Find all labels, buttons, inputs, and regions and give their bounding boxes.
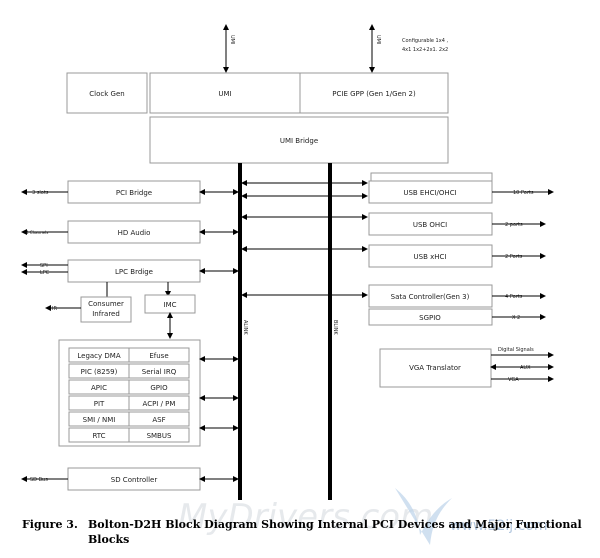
- legacy-cell-5-1: [128, 427, 190, 443]
- umi-link-label: UMI: [229, 35, 235, 44]
- legacy-label-3-1: ACPI / PM: [143, 400, 176, 408]
- watermark-site: www.52ij.com: [450, 518, 547, 534]
- imc-label: IMC: [164, 301, 177, 309]
- aux-label: AUX: [520, 365, 531, 371]
- legacy-label-3-0: PIT: [94, 400, 105, 408]
- pcie-gpp-block: [299, 72, 449, 114]
- usb-ehci-ports: 10 Ports: [513, 190, 534, 196]
- legacy-cell-0-1: [128, 347, 190, 363]
- usb-ohci-label: USB OHCI: [413, 221, 447, 229]
- usb-ehci-label: USB EHCI/OHCI: [403, 189, 456, 197]
- alink-label: ALINK: [242, 320, 248, 335]
- sd-controller-label: SD Controller: [111, 476, 158, 484]
- umi-bridge-block: [149, 116, 449, 164]
- legacy-label-2-0: APIC: [91, 384, 107, 392]
- legacy-label-2-1: GPIO: [150, 384, 168, 392]
- sd-bus-label: SD Bus: [30, 477, 48, 483]
- lpc-bridge-label: LPC Brdige: [115, 268, 153, 276]
- figure-caption-line2: Blocks: [88, 533, 129, 546]
- pci-slot-label: 3 slots: [32, 190, 49, 196]
- sata-label: Sata Controller(Gen 3): [391, 293, 470, 301]
- lpc-io-label: LPC: [40, 270, 50, 276]
- vga-translator-label: VGA Translator: [409, 364, 461, 372]
- vga-translator-block: [379, 348, 492, 388]
- blink-label: BLINK: [332, 320, 338, 335]
- sata-ports: 4 Ports: [505, 294, 523, 300]
- legacy-cell-1-1: [128, 363, 190, 379]
- watermark-text: MyDrivers.com: [178, 497, 433, 537]
- legacy-table: Legacy DMA Efuse PIC (8259) Serial IRQ A…: [68, 347, 190, 443]
- legacy-label-4-1: ASF: [152, 416, 165, 424]
- clock-gen-label: Clock Gen: [89, 90, 124, 98]
- legacy-label-5-1: SMBUS: [147, 432, 172, 440]
- usb-xhci-ports: 2 Ports: [505, 254, 523, 260]
- hd-audio-label: HD Audio: [118, 229, 151, 237]
- watermark-logo: [395, 488, 452, 545]
- consumer-infrared-label-1: Consumer: [88, 300, 124, 308]
- gpp-config-line1: Configurable 1x4 ,: [402, 38, 448, 44]
- sgpio-ports: X 2: [512, 315, 520, 321]
- legacy-label-4-0: SMI / NMI: [83, 416, 116, 424]
- pcie-gpp-label: PCIE GPP (Gen 1/Gen 2): [332, 90, 416, 98]
- legacy-cell-4-1: [128, 411, 190, 427]
- digital-signals-label: Digital Signals: [498, 347, 534, 353]
- legacy-label-1-1: Serial IRQ: [142, 368, 177, 376]
- figure-caption-line1: Bolton-D2H Block Diagram Showing Interna…: [88, 518, 582, 531]
- ir-label: IR: [52, 306, 57, 312]
- sgpio-label: SGPIO: [419, 314, 441, 322]
- legacy-label-0-0: Legacy DMA: [77, 352, 120, 360]
- consumer-infrared-label-2: Infrared: [92, 310, 120, 318]
- legacy-cell-3-1: [128, 395, 190, 411]
- umi-bridge-label: UMI Bridge: [280, 137, 318, 145]
- legacy-label-5-0: RTC: [92, 432, 105, 440]
- umi-label: UMI: [218, 90, 231, 98]
- legacy-label-0-1: Efuse: [149, 352, 168, 360]
- pci-bridge-label: PCI Bridge: [116, 189, 152, 197]
- usb-xhci-label: USB xHCI: [414, 253, 447, 261]
- gpp-link-label: UMI: [375, 35, 381, 44]
- figure-number: Figure 3.: [22, 518, 78, 531]
- legacy-label-1-0: PIC (8259): [81, 368, 118, 376]
- vga-label: VGA: [508, 377, 519, 383]
- usb-ohci-ports: 2 ports: [505, 222, 523, 228]
- consumer-infrared-block: [80, 296, 132, 323]
- hd-audio-io-label: 4 Channels: [26, 230, 48, 235]
- umi-block: [149, 72, 301, 114]
- legacy-cell-2-1: [128, 379, 190, 395]
- spi-label: SPI: [40, 263, 48, 269]
- clock-gen-block: [66, 72, 148, 114]
- gpp-config-line2: 4x1 1x2+2x1. 2x2: [402, 47, 448, 53]
